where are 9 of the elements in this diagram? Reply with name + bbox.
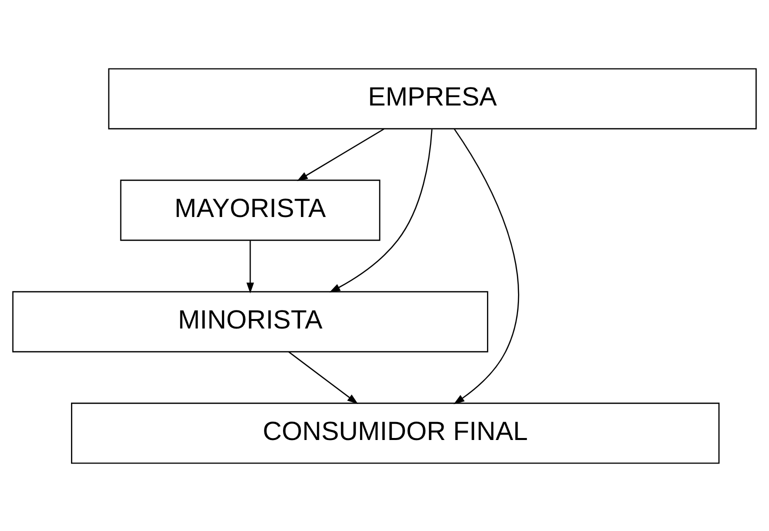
arrow — [246, 240, 254, 293]
node-box: MINORISTA — [12, 290, 488, 352]
arrow — [454, 128, 520, 404]
arrow — [329, 128, 433, 292]
arrow — [288, 350, 358, 404]
arrow — [296, 128, 384, 181]
node-box: CONSUMIDOR FINAL — [71, 402, 720, 464]
node-box: MAYORISTA — [120, 179, 380, 240]
node-box: EMPRESA — [108, 68, 757, 129]
